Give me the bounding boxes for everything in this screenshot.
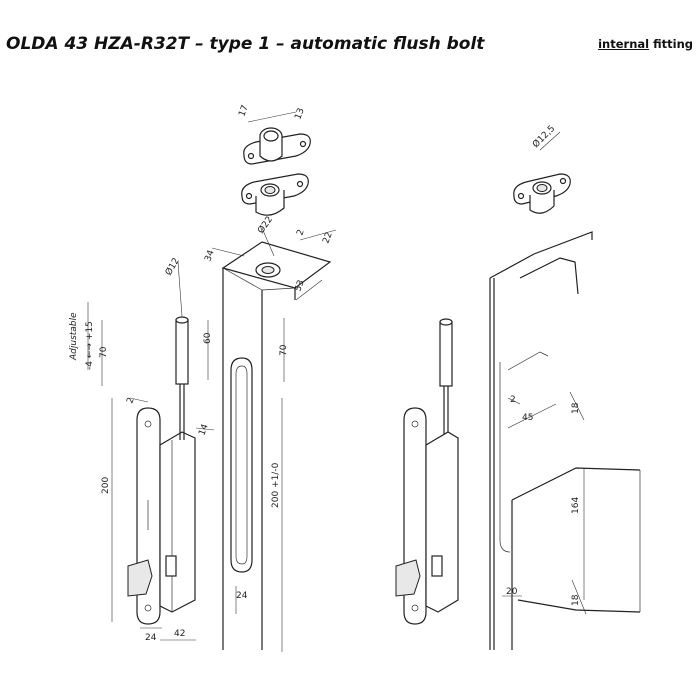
strike-plate-right bbox=[513, 173, 571, 214]
dim-2-left: 2 bbox=[125, 396, 136, 405]
dim-24-frame: 24 bbox=[236, 591, 248, 601]
dim-53: 53 bbox=[293, 279, 306, 293]
dim-d22: Ø22 bbox=[255, 214, 275, 236]
left-flush-bolt bbox=[127, 316, 196, 625]
dim-200-tolerance: 200 +1/-0 bbox=[271, 462, 281, 508]
adjustable-range: -4 ←→ +15 bbox=[85, 321, 95, 370]
dim-60: 60 bbox=[203, 332, 213, 344]
dim-d12-5: Ø12,5 bbox=[530, 123, 557, 150]
dim-18-upper: 18 bbox=[571, 402, 581, 414]
dim-13: 13 bbox=[293, 107, 306, 121]
dim-20: 20 bbox=[506, 587, 518, 597]
strike-plate-upper bbox=[243, 127, 311, 165]
fitting-type-emphasis: internal bbox=[598, 37, 650, 51]
adjustable-label: Adjustable bbox=[69, 312, 79, 361]
dim-22: 22 bbox=[321, 231, 334, 245]
dim-18-lower: 18 bbox=[571, 594, 581, 606]
dim-42: 42 bbox=[174, 629, 185, 639]
dim-70-left: 70 bbox=[99, 346, 109, 358]
dim-45: 45 bbox=[522, 413, 533, 423]
right-assembly bbox=[395, 231, 641, 650]
dim-14: 14 bbox=[197, 423, 210, 437]
fitting-type-label: internal fitting bbox=[598, 37, 693, 51]
dim-2-top: 2 bbox=[295, 228, 306, 237]
dimension-lines bbox=[87, 111, 587, 652]
fitting-type-rest: fitting bbox=[649, 37, 693, 51]
dim-34: 34 bbox=[203, 249, 216, 263]
dim-17: 17 bbox=[237, 104, 250, 118]
dim-164: 164 bbox=[571, 497, 581, 514]
strike-plate-lower bbox=[241, 173, 309, 216]
dim-24-bolt: 24 bbox=[145, 633, 157, 643]
dim-200: 200 bbox=[101, 477, 111, 494]
page-title: OLDA 43 HZA-R32T – type 1 – automatic fl… bbox=[6, 34, 485, 54]
dim-2-right: 2 bbox=[510, 395, 516, 405]
dim-70-centre: 70 bbox=[279, 344, 289, 356]
door-frame-section bbox=[221, 241, 332, 650]
